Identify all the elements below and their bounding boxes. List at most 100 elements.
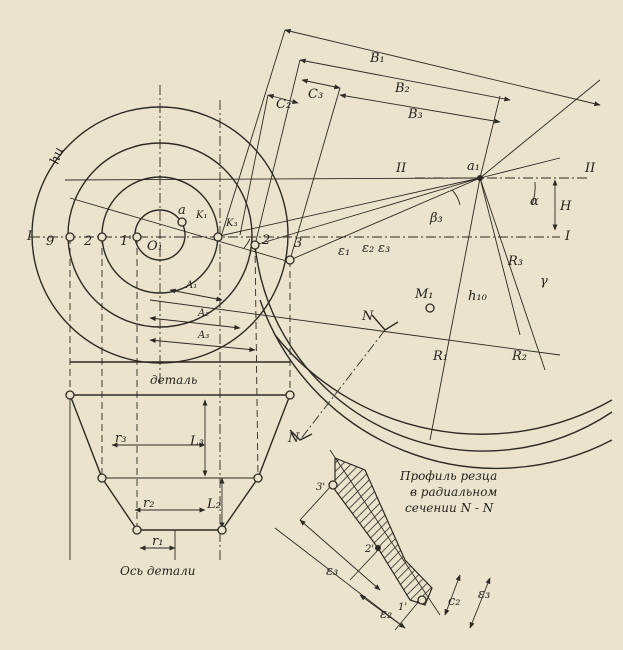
label-N-top: N bbox=[361, 309, 374, 324]
label-K3: K₃ bbox=[225, 218, 237, 229]
label-profile-1: Профиль резца bbox=[399, 469, 497, 483]
label-a1: a₁ bbox=[467, 159, 480, 174]
tool-hatched-body bbox=[334, 457, 433, 606]
ray-to-3 bbox=[289, 177, 481, 261]
arc-r1 bbox=[274, 334, 613, 435]
point-k1 bbox=[213, 232, 223, 242]
point-3 bbox=[285, 255, 295, 265]
dim-e3 bbox=[299, 519, 381, 591]
label-A2: A₂ bbox=[197, 308, 209, 319]
point-9 bbox=[65, 232, 75, 242]
label-e2: ε₂ bbox=[362, 241, 374, 256]
label-C2: C₂ bbox=[276, 97, 291, 112]
dim-B2 bbox=[299, 58, 511, 102]
label-p2: 2' bbox=[364, 544, 374, 555]
section-line bbox=[289, 314, 399, 441]
label-II-left: II bbox=[395, 161, 407, 176]
text-labels: B₁ B₂ B₃ C₂ C₃ hu I I II II O₁ a a₁ 9 2 … bbox=[26, 51, 596, 622]
label-h10: h₁₀ bbox=[468, 289, 488, 304]
dim-e2 bbox=[359, 594, 406, 629]
label-r3: r₃ bbox=[115, 431, 126, 446]
dim-B1 bbox=[284, 28, 601, 107]
label-L2: L₂ bbox=[206, 497, 221, 512]
section-N-N bbox=[299, 329, 386, 441]
tool-ext-3 bbox=[299, 484, 333, 521]
label-e3b: ε₃ bbox=[326, 564, 338, 579]
label-detail: деталь bbox=[150, 373, 197, 387]
tool-point bbox=[328, 480, 338, 490]
label-I-left: I bbox=[26, 229, 33, 244]
label-c2: c₂ bbox=[448, 594, 461, 609]
label-profile-3: сечении N - N bbox=[405, 501, 494, 515]
label-I-right: I bbox=[564, 229, 571, 244]
ray-lower bbox=[69, 197, 291, 263]
point-1 bbox=[132, 232, 142, 242]
tool-edge bbox=[329, 449, 441, 616]
ext-B3 bbox=[289, 87, 341, 261]
dim-C3 bbox=[301, 78, 341, 90]
point-2 bbox=[97, 232, 107, 242]
point-a1 bbox=[477, 175, 483, 181]
tool-point bbox=[375, 545, 381, 551]
ray-h10 bbox=[149, 299, 561, 356]
label-A3: A₃ bbox=[197, 330, 209, 341]
label-p1: 1' bbox=[398, 602, 407, 613]
tool-point bbox=[417, 595, 427, 605]
label-R1: R₁ bbox=[432, 349, 448, 364]
label-c3: ε₃ bbox=[478, 587, 490, 602]
label-O1: O₁ bbox=[147, 239, 163, 254]
detail-point bbox=[285, 390, 295, 400]
arc-r3 bbox=[254, 244, 613, 452]
label-r2: r₂ bbox=[143, 496, 154, 511]
detail-profile bbox=[65, 361, 295, 560]
ext-C2 bbox=[239, 94, 269, 236]
ray-hu bbox=[64, 177, 481, 181]
dim-C2 bbox=[267, 94, 299, 104]
ray-R3 bbox=[479, 177, 521, 336]
detail-point bbox=[217, 525, 227, 535]
arc-r2-inner bbox=[259, 299, 613, 470]
label-H: H bbox=[559, 199, 572, 214]
label-p3: 3' bbox=[316, 482, 325, 493]
ray-R2 bbox=[479, 177, 546, 371]
label-hu: hu bbox=[48, 146, 67, 167]
label-r1: r₁ bbox=[152, 534, 163, 549]
label-gamma: γ bbox=[540, 274, 548, 289]
dim-A1 bbox=[169, 288, 223, 302]
label-B2: B₂ bbox=[394, 81, 410, 96]
label-M1: M₁ bbox=[414, 287, 434, 302]
label-C3: C₃ bbox=[308, 87, 323, 102]
section-mark-top bbox=[371, 314, 399, 331]
angle-arcs bbox=[243, 179, 558, 249]
label-e3: ε₃ bbox=[378, 241, 390, 256]
label-point-3: 3 bbox=[294, 236, 302, 251]
label-R3: R₃ bbox=[507, 254, 523, 269]
key-points bbox=[65, 175, 483, 313]
label-R2: R₂ bbox=[511, 349, 527, 364]
point-2b bbox=[250, 240, 260, 250]
ext-B1 bbox=[219, 29, 286, 241]
label-e1: ε₁ bbox=[338, 244, 350, 259]
label-profile-2: в радиальном bbox=[410, 485, 497, 499]
label-A1: A₁ bbox=[185, 280, 197, 291]
detail-point bbox=[253, 473, 263, 483]
label-point-2: 2 bbox=[83, 234, 92, 249]
ray-to-a bbox=[214, 177, 481, 238]
top-dimensions bbox=[219, 28, 601, 261]
section-mark-mid bbox=[289, 429, 313, 441]
A-dimensions bbox=[149, 288, 256, 352]
label-II-right: II bbox=[584, 161, 596, 176]
tool-profile bbox=[274, 449, 491, 631]
label-axis: Ось детали bbox=[120, 564, 196, 578]
label-alpha: α bbox=[530, 194, 539, 209]
label-point-9: 9 bbox=[46, 234, 54, 249]
label-point-1: 1' bbox=[120, 234, 132, 249]
label-e2b: ε₂ bbox=[380, 607, 392, 622]
label-point-2b: 2 bbox=[261, 233, 270, 248]
ray-to-2 bbox=[254, 177, 481, 246]
dim-c3 bbox=[469, 577, 491, 629]
label-N-mid: N bbox=[287, 431, 300, 446]
detail-point bbox=[132, 525, 142, 535]
tool-arcs bbox=[254, 244, 613, 470]
ray-vert bbox=[479, 95, 501, 179]
